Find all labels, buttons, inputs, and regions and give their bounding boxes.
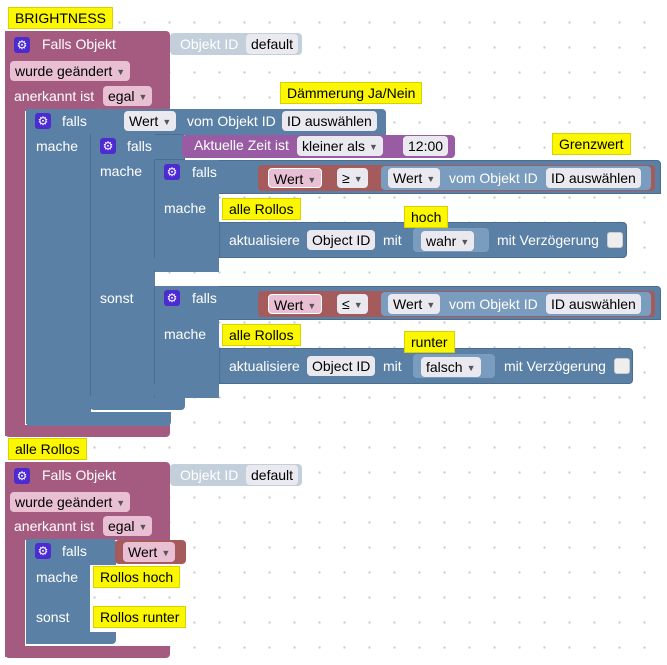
comment-hoch[interactable]: hoch: [404, 206, 449, 228]
operator-dropdown[interactable]: ≤▼: [337, 294, 368, 314]
triangle-down-icon: ▼: [460, 237, 470, 247]
objekt-id-value[interactable]: default: [246, 465, 299, 485]
falls-objekt-label: Falls Objekt: [42, 36, 116, 52]
mache-label: mache: [36, 138, 79, 154]
falls-label: falls: [127, 138, 152, 154]
mache-label: mache: [36, 569, 79, 585]
vom-objekt-id-label: vom Objekt ID: [449, 170, 538, 186]
id-auswaehlen-field[interactable]: ID auswählen: [282, 111, 377, 131]
comment-alle-rollos-1[interactable]: alle Rollos: [222, 198, 301, 220]
if-block-2-footer: [90, 396, 185, 410]
id-auswaehlen-field[interactable]: ID auswählen: [546, 294, 641, 314]
gear-icon[interactable]: ⚙: [100, 138, 116, 154]
anerkannt-label: anerkannt ist: [14, 88, 95, 104]
value-dropdown[interactable]: falsch▼: [421, 357, 481, 377]
wert-dropdown[interactable]: Wert▼: [123, 542, 176, 562]
aktuelle-zeit-label: Aktuelle Zeit ist: [194, 137, 289, 153]
event-block-2-footer: [5, 646, 170, 658]
mit-label: mit: [383, 232, 402, 248]
anerkannt-dropdown[interactable]: egal▼: [103, 516, 153, 536]
if-block-1-footer: [26, 412, 171, 426]
triangle-down-icon: ▼: [138, 92, 148, 102]
trigger-dropdown[interactable]: wurde geändert▼: [10, 61, 131, 81]
wert-dropdown[interactable]: Wert▼: [124, 111, 177, 131]
event-block-1-left-rail: [5, 31, 25, 436]
inner-if-1-footer: [154, 258, 184, 272]
triangle-down-icon: ▼: [138, 522, 148, 532]
wert-dropdown[interactable]: Wert▼: [388, 294, 441, 314]
objekt-id-value[interactable]: default: [246, 34, 299, 54]
id-auswaehlen-field[interactable]: ID auswählen: [546, 168, 641, 188]
triangle-down-icon: ▼: [116, 67, 126, 77]
comment-rollos-runter[interactable]: Rollos runter: [93, 606, 187, 628]
sonst-label: sonst: [100, 290, 134, 306]
falls-label: falls: [62, 113, 87, 129]
wert-dropdown[interactable]: Wert▼: [388, 168, 441, 188]
if-block-2-rail: [90, 134, 155, 409]
triangle-down-icon: ▼: [353, 174, 363, 184]
comment-brightness[interactable]: BRIGHTNESS: [8, 7, 114, 29]
mache-label: mache: [164, 326, 207, 342]
triangle-down-icon: ▼: [307, 175, 317, 185]
vom-objekt-id-label: vom Objekt ID: [187, 113, 276, 129]
falls-label: falls: [62, 543, 87, 559]
gear-icon[interactable]: ⚙: [164, 290, 180, 306]
triangle-down-icon: ▼: [161, 548, 171, 558]
verzoegerung-checkbox[interactable]: [614, 358, 630, 374]
triangle-down-icon: ▼: [353, 300, 363, 310]
kleiner-als-dropdown[interactable]: kleiner als▼: [297, 136, 383, 156]
if-block-3-footer: [26, 632, 116, 644]
comment-rollos-hoch[interactable]: Rollos hoch: [93, 566, 181, 588]
anerkannt-label: anerkannt ist: [14, 518, 95, 534]
mit-verzoegerung-label: mit Verzögerung: [497, 232, 599, 248]
gear-icon[interactable]: ⚙: [14, 37, 30, 53]
mache-label: mache: [100, 163, 143, 179]
objekt-id-label: Objekt ID: [180, 36, 239, 52]
operator-dropdown[interactable]: ≥▼: [337, 168, 368, 188]
gear-icon[interactable]: ⚙: [35, 113, 51, 129]
comment-alle-rollos-2[interactable]: alle Rollos: [222, 324, 301, 346]
verzoegerung-checkbox[interactable]: [607, 232, 623, 248]
anerkannt-dropdown[interactable]: egal▼: [103, 86, 153, 106]
vom-objekt-id-label: vom Objekt ID: [449, 296, 538, 312]
wert-dropdown[interactable]: Wert▼: [268, 294, 323, 314]
comment-grenzwert[interactable]: Grenzwert: [552, 133, 631, 155]
mit-label: mit: [383, 358, 402, 374]
comment-runter[interactable]: runter: [404, 331, 455, 353]
objekt-id-label: Objekt ID: [180, 467, 239, 483]
wert-dropdown[interactable]: Wert▼: [268, 168, 323, 188]
triangle-down-icon: ▼: [162, 117, 172, 127]
mit-verzoegerung-label: mit Verzögerung: [504, 358, 606, 374]
object-id-field[interactable]: Object ID: [307, 356, 376, 376]
triangle-down-icon: ▼: [426, 300, 436, 310]
aktualisiere-label: aktualisiere: [229, 232, 300, 248]
inner-if-2-footer: [154, 384, 184, 398]
mache-label: mache: [164, 200, 207, 216]
aktualisiere-label: aktualisiere: [229, 358, 300, 374]
time-field[interactable]: 12:00: [403, 136, 449, 156]
trigger-dropdown[interactable]: wurde geändert▼: [10, 492, 131, 512]
gear-icon[interactable]: ⚙: [164, 164, 180, 180]
sonst-label: sonst: [36, 609, 70, 625]
falls-objekt-label: Falls Objekt: [42, 467, 116, 483]
object-id-field[interactable]: Object ID: [307, 230, 376, 250]
gear-icon[interactable]: ⚙: [14, 468, 30, 484]
triangle-down-icon: ▼: [426, 174, 436, 184]
falls-label: falls: [192, 164, 217, 180]
comment-alle-rollos-title[interactable]: alle Rollos: [8, 438, 87, 460]
value-dropdown[interactable]: wahr▼: [421, 231, 475, 251]
triangle-down-icon: ▼: [369, 142, 378, 152]
falls-label: falls: [192, 290, 217, 306]
triangle-down-icon: ▼: [116, 498, 126, 508]
triangle-down-icon: ▼: [307, 301, 317, 311]
gear-icon[interactable]: ⚙: [35, 543, 51, 559]
triangle-down-icon: ▼: [466, 363, 476, 373]
event-block-1-footer: [5, 425, 170, 437]
if-block-1-rail: [26, 109, 91, 424]
comment-daemmerung[interactable]: Dämmerung Ja/Nein: [280, 82, 423, 104]
